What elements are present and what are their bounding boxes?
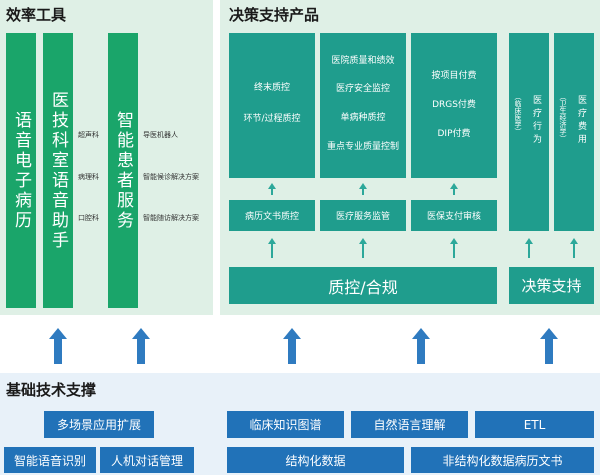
- qc-final: 终末质控: [253, 83, 290, 93]
- hospital-quality-box: 医院质量和绩效 医疗安全监控 单病种质控 重点专业质量控制: [320, 33, 406, 178]
- payment-box: 按项目付费 DRGS付费 DIP付费: [411, 33, 497, 178]
- medical-cost-box: （卫生经济学） 医疗费用: [554, 33, 594, 231]
- hq-single-disease: 单病种质控: [340, 113, 386, 123]
- etl: ETL: [475, 411, 594, 438]
- multi-scenario-extension: 多场景应用扩展: [44, 411, 154, 438]
- arrow-up-icon: [570, 238, 578, 258]
- medical-behavior-label: 医疗行为: [531, 95, 541, 147]
- service-waiting: 智能候诊解决方案: [143, 173, 199, 181]
- qc-process: 环节/过程质控: [243, 114, 301, 124]
- arrow-up-icon: [132, 328, 150, 364]
- arrow-up-icon: [359, 238, 367, 258]
- voice-emr-tool: 语音电子病历: [6, 33, 36, 308]
- smart-patient-service-tool: 智能患者服务: [108, 33, 138, 308]
- qc-compliance-bar: 质控/合规: [229, 267, 497, 304]
- dept-stomatology: 口腔科: [78, 214, 99, 222]
- arrow-up-icon: [49, 328, 67, 364]
- arrow-up-icon: [525, 238, 533, 258]
- arrow-up-icon: [540, 328, 558, 364]
- decision-title: 决策支持产品: [229, 6, 320, 24]
- medical-cost-sub: （卫生经济学）: [559, 93, 567, 142]
- hq-safety: 医疗安全监控: [335, 84, 390, 94]
- arrow-up-icon: [359, 183, 367, 195]
- efficiency-title: 效率工具: [6, 6, 67, 24]
- arrow-up-icon: [450, 183, 458, 195]
- speech-recognition: 智能语音识别: [4, 447, 96, 473]
- pay-dip: DIP付费: [437, 129, 471, 139]
- nlu: 自然语言理解: [351, 411, 468, 438]
- service-supervision-box: 医疗服务监管: [320, 200, 406, 231]
- service-followup: 智能随访解决方案: [143, 214, 199, 222]
- medical-tech-voice-assistant: 医技科室语音助手: [43, 33, 73, 308]
- hq-performance: 医院质量和绩效: [331, 56, 395, 66]
- pay-by-item: 按项目付费: [431, 71, 477, 81]
- arrow-up-icon: [268, 238, 276, 258]
- clinical-knowledge-graph: 临床知识图谱: [227, 411, 344, 438]
- emr-qc-box: 病历文书质控: [229, 200, 315, 231]
- arrow-up-icon: [283, 328, 301, 364]
- insurance-audit-box: 医保支付审核: [411, 200, 497, 231]
- decision-support-bar: 决策支持: [509, 267, 594, 304]
- medical-behavior-sub: （临床医学）: [514, 93, 522, 135]
- arrow-up-icon: [268, 183, 276, 195]
- hq-key-specialty: 重点专业质量控制: [326, 142, 399, 152]
- qc-box: 终末质控 环节/过程质控: [229, 33, 315, 178]
- dept-pathology: 病理科: [78, 173, 99, 181]
- medical-cost-label: 医疗费用: [576, 95, 586, 147]
- service-guide-robot: 导医机器人: [143, 131, 178, 139]
- dialog-management: 人机对话管理: [100, 447, 194, 473]
- medical-behavior-box: （临床医学） 医疗行为: [509, 33, 549, 231]
- foundation-title: 基础技术支撑: [6, 381, 97, 399]
- pay-drgs: DRGS付费: [432, 100, 476, 110]
- arrow-up-icon: [412, 328, 430, 364]
- unstructured-emr: 非结构化数据病历文书: [411, 447, 594, 473]
- arrow-up-icon: [450, 238, 458, 258]
- structured-data: 结构化数据: [227, 447, 404, 473]
- dept-ultrasound: 超声科: [78, 131, 99, 139]
